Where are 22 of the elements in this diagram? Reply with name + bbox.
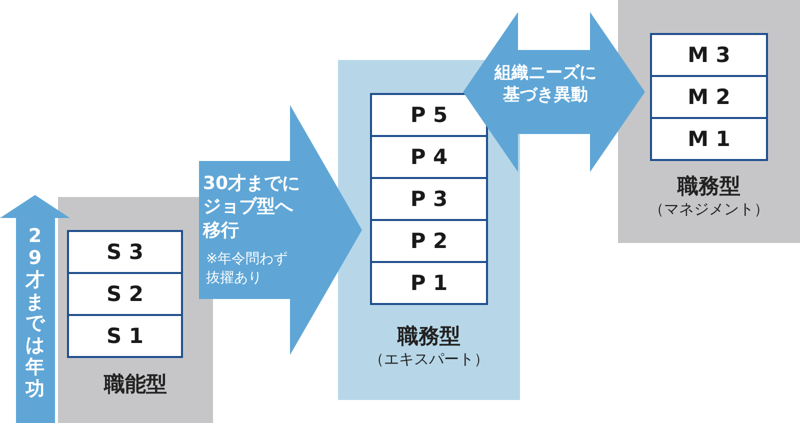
group-subtitle: （マネジメント） [649,200,769,218]
grade-box: S 2 [67,272,183,316]
grade-box: M 1 [650,117,768,161]
block-arrow [199,105,362,355]
grade-box: P 4 [370,135,488,179]
grade-box: P 3 [370,177,488,221]
grade-box: M 2 [650,75,768,119]
edge-label: 組織ニーズに基づき異動 [493,62,598,106]
group-title: 職能型 [104,372,167,396]
edge-label: 30才までにジョブ型へ移行 [203,172,302,242]
grade-box: S 1 [67,314,183,358]
group-title: 職務型 [398,324,460,348]
note-text: ※年令問わず抜擢あり [206,250,289,288]
block-arrow [463,12,645,172]
group-subtitle: （エキスパート） [369,350,489,368]
grade-box: P 1 [370,261,488,305]
grade-box: M 3 [650,33,768,77]
grade-box: P 2 [370,219,488,263]
grade-box: S 3 [67,230,183,274]
arrow-label: 29才までは年功 [24,226,46,401]
group-panel [618,0,800,243]
group-title: 職務型 [678,174,740,198]
